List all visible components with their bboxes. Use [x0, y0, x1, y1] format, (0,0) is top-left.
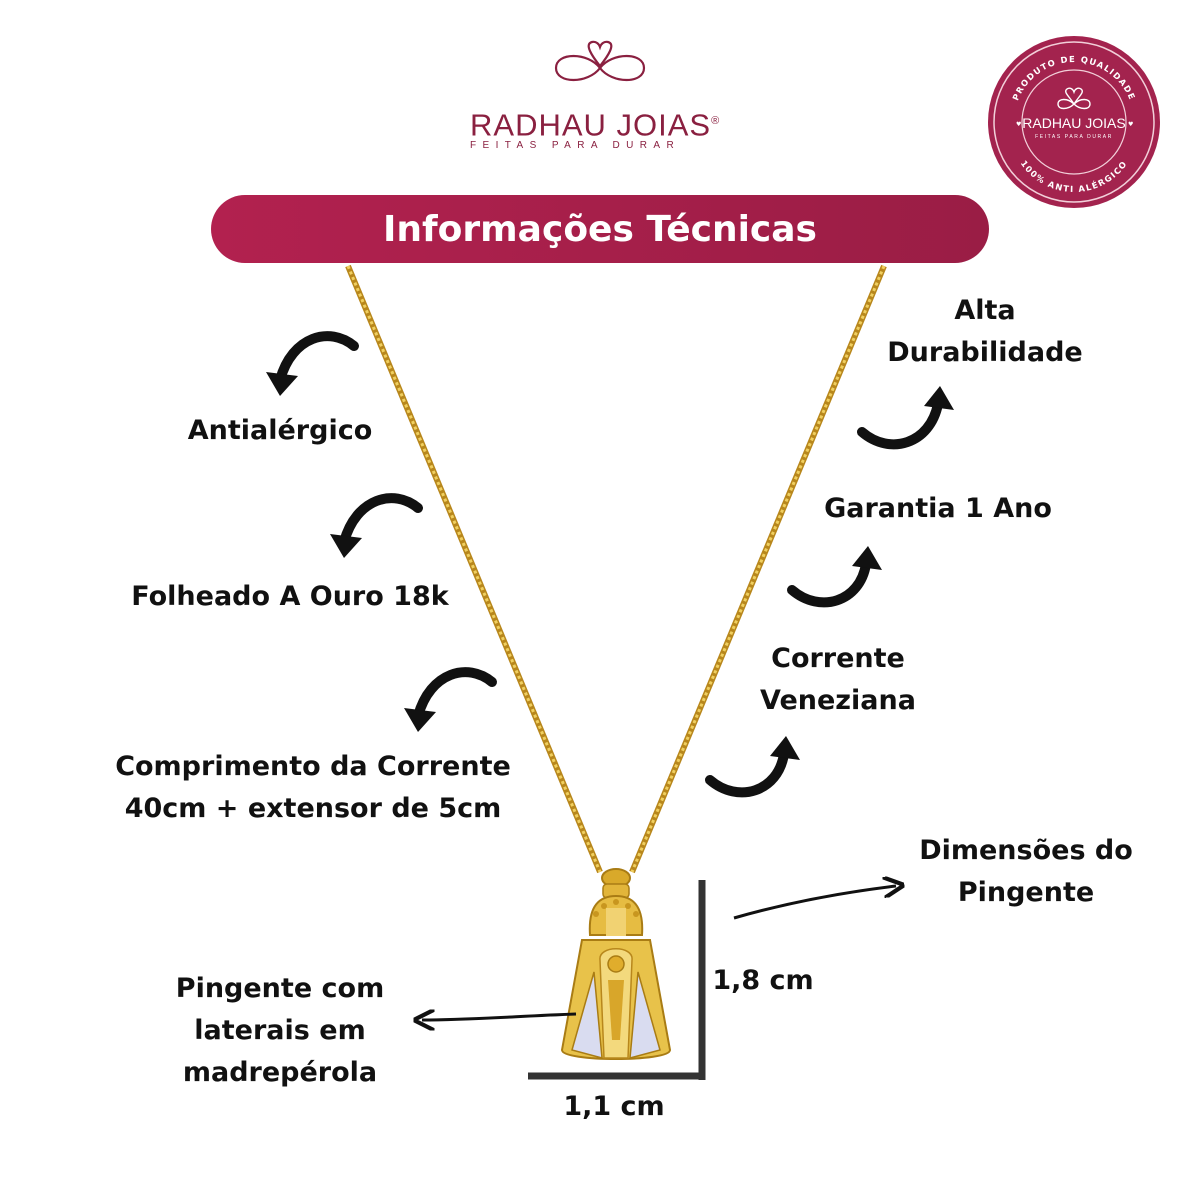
brand-name: RADHAU JOIAS®	[470, 107, 721, 143]
feature-alta-durabilidade: Alta Durabilidade	[870, 290, 1100, 374]
section-title: Informações Técnicas	[383, 208, 817, 250]
heart-infinity-icon	[554, 40, 646, 81]
arrow-icon	[422, 1014, 577, 1020]
feature-corrente-line1: Corrente	[771, 643, 905, 674]
feature-pingente-line3: madrepérola	[182, 1057, 378, 1088]
arrow-icon	[733, 886, 896, 920]
seal-tagline: FEITAS PARA DURAR	[1035, 134, 1113, 140]
feature-dimensoes: Dimensões do Pingente	[896, 830, 1156, 914]
quality-seal: PRODUTO DE QUALIDADE 100% ANTI ALÉRGICO …	[988, 36, 1160, 208]
feature-alta-line1: Alta	[954, 295, 1016, 326]
section-title-banner: Informações Técnicas	[211, 195, 989, 263]
curved-arrow-icon	[330, 493, 423, 558]
curved-arrow-icon	[266, 331, 359, 396]
feature-antialergico: Antialérgico	[187, 415, 373, 446]
feature-folheado: Folheado A Ouro 18k	[131, 581, 449, 612]
feature-pingente-line1: Pingente com	[175, 973, 385, 1004]
curved-arrow-icon	[705, 736, 800, 798]
feature-corrente: Corrente Veneziana	[730, 638, 946, 722]
feature-dimensoes-line2: Pingente	[957, 877, 1095, 908]
curved-arrow-icon	[404, 667, 497, 732]
chain	[345, 264, 887, 874]
seal-heart-right-icon: ♥	[1128, 121, 1133, 128]
feature-alta-line2: Durabilidade	[887, 337, 1083, 368]
seal-heart-left-icon: ♥	[1016, 121, 1021, 128]
feature-pingente: Pingente com laterais em madrepérola	[150, 968, 410, 1094]
feature-comprimento: Comprimento da Corrente 40cm + extensor …	[90, 746, 536, 830]
seal-heart-icon	[1057, 87, 1091, 110]
feature-comprimento-line1: Comprimento da Corrente	[115, 751, 511, 782]
dimension-height: 1,8 cm	[712, 965, 814, 996]
brand-tagline: FEITAS PARA DURAR	[470, 140, 681, 151]
curved-arrow-icon	[857, 386, 954, 450]
feature-dimensoes-line1: Dimensões do	[919, 835, 1133, 866]
curved-arrow-icon	[787, 546, 882, 608]
dimension-width: 1,1 cm	[563, 1091, 665, 1122]
dimension-lines	[528, 880, 706, 1080]
feature-garantia: Garantia 1 Ano	[824, 493, 1052, 524]
seal-brand: RADHAU JOIAS	[1022, 115, 1125, 131]
feature-comprimento-line2: 40cm + extensor de 5cm	[124, 793, 502, 824]
pendant-image	[560, 868, 672, 1060]
feature-corrente-line2: Veneziana	[760, 685, 916, 716]
feature-pingente-line2: laterais em	[194, 1015, 366, 1046]
